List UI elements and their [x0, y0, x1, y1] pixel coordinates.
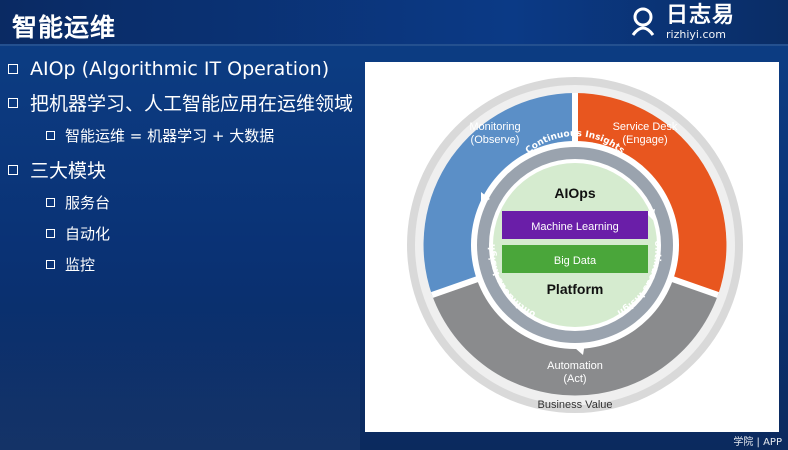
bullet-square-icon [46, 131, 55, 140]
service-desk-label: Service Desk [613, 121, 678, 133]
sub-bullet-item: 自动化 [46, 223, 368, 244]
sub-bullet-text: 自动化 [65, 225, 111, 243]
bullet-square-icon [8, 97, 18, 108]
monitoring-sublabel: (Observe) [471, 134, 520, 146]
bullet-list: AIOp (Algorithmic IT Operation) 把机器学习、人工… [8, 58, 368, 285]
automation-label: Automation [547, 360, 603, 372]
monitoring-label: Monitoring [469, 121, 520, 133]
brand-name: 日志易 [666, 2, 736, 28]
brand-logo: 日志易 rizhiyi.com [628, 2, 778, 42]
bullet-text: 三大模块 [30, 160, 107, 182]
sub-bullet-text: 智能运维 = 机器学习 + 大数据 [65, 127, 275, 145]
bullet-item: 把机器学习、人工智能应用在运维领域 [8, 89, 368, 116]
sub-bullet-text: 监控 [65, 256, 96, 274]
brand-url: rizhiyi.com [666, 27, 726, 41]
big-data-label: Big Data [554, 255, 597, 267]
insights-arrow-icon [575, 343, 585, 355]
footer-brand: 学院 | APP [733, 437, 782, 448]
machine-learning-label: Machine Learning [531, 221, 618, 233]
aiops-diagram: Continuous Insights Continuous Insights … [365, 62, 743, 413]
service-desk-sublabel: (Engage) [622, 134, 667, 146]
aiops-title: AIOps [554, 185, 595, 201]
bullet-item: AIOp (Algorithmic IT Operation) [8, 58, 368, 80]
big-data-box [502, 245, 648, 273]
bullet-text: AIOp (Algorithmic IT Operation) [30, 58, 330, 80]
sub-bullet-item: 监控 [46, 254, 368, 275]
title-bar [0, 0, 788, 44]
sub-bullet-item: 智能运维 = 机器学习 + 大数据 [46, 125, 368, 146]
bullet-square-icon [46, 260, 55, 269]
platform-title: Platform [547, 281, 604, 297]
skyline-background [0, 310, 360, 450]
bullet-item: 三大模块 [8, 156, 368, 183]
slide-title: 智能运维 [12, 13, 117, 42]
bullet-square-icon [8, 164, 18, 175]
automation-sublabel: (Act) [563, 373, 586, 385]
business-value-label: Business Value [537, 399, 612, 411]
bullet-square-icon [46, 229, 55, 238]
machine-learning-box [502, 211, 648, 239]
bullet-square-icon [8, 64, 18, 74]
sub-bullet-text: 服务台 [65, 194, 111, 212]
bullet-text: 把机器学习、人工智能应用在运维领域 [30, 93, 354, 115]
sub-bullet-item: 服务台 [46, 192, 368, 213]
insights-arrow-icon [481, 192, 490, 204]
aiops-diagram-panel: Continuous Insights Continuous Insights … [365, 62, 779, 432]
bullet-square-icon [46, 198, 55, 207]
brand-mark-icon [628, 7, 658, 37]
